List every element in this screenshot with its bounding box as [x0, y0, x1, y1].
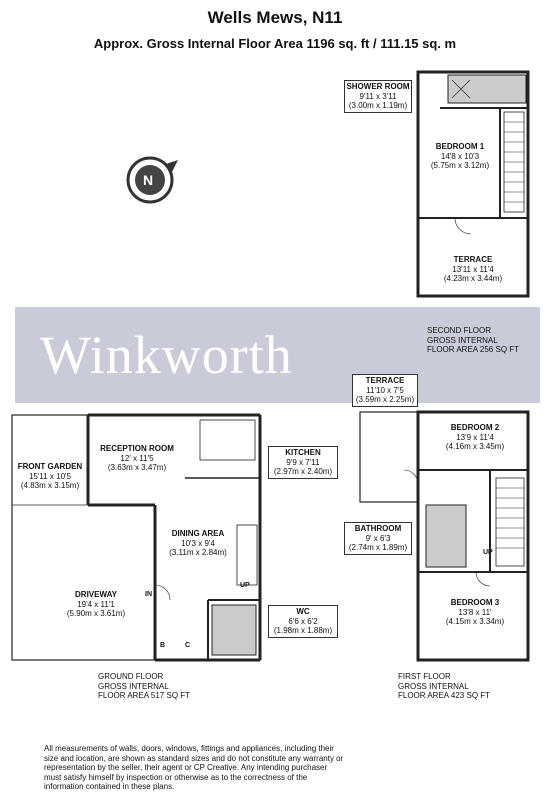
stairs-up-first: UP	[483, 549, 493, 556]
disclaimer-text: All measurements of walls, doors, window…	[44, 744, 344, 791]
page-title: Wells Mews, N11	[207, 8, 343, 27]
compass-icon	[126, 156, 178, 204]
cupboard-b-marker: B	[160, 642, 166, 649]
first-floor-plan	[359, 410, 530, 662]
ground-floor-plan	[11, 413, 262, 662]
compass-label: N	[143, 172, 154, 188]
second-floor-plan	[416, 70, 530, 298]
stairs-up-ground: UP	[240, 582, 250, 589]
watermark-band	[15, 307, 540, 403]
watermark: Winkworth	[40, 325, 293, 385]
page-subtitle: Approx. Gross Internal Floor Area 1196 s…	[93, 36, 457, 51]
entrance-in-marker: IN	[145, 591, 152, 598]
cupboard-c-marker: C	[185, 642, 191, 649]
